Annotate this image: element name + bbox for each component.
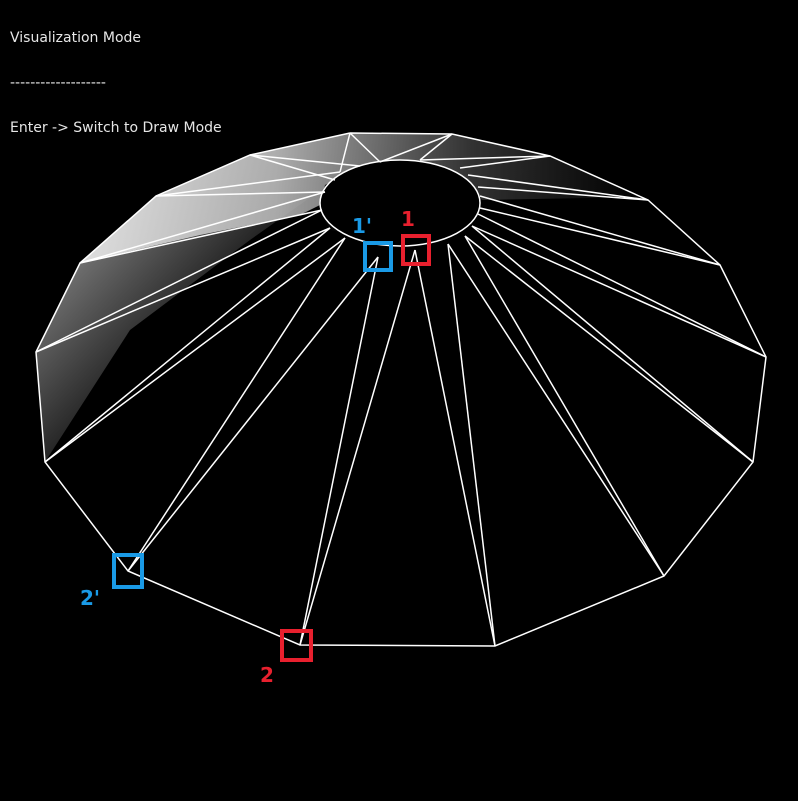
- hud-overlay: Visualization Mode ------------------- E…: [10, 1, 222, 151]
- marker-box: [363, 241, 393, 272]
- mode-title: Visualization Mode: [10, 30, 142, 46]
- marker-blue-2: 2': [80, 553, 144, 610]
- marker-label-1-prime: 1': [352, 214, 372, 238]
- marker-label-2: 2: [260, 663, 274, 687]
- marker-label-2-prime: 2': [80, 586, 100, 610]
- marker-red-1: 1: [401, 207, 431, 266]
- mode-switch-hint: Enter -> Switch to Draw Mode: [10, 120, 222, 136]
- marker-blue-1: 1': [352, 214, 393, 272]
- marker-box: [280, 629, 313, 662]
- top-opening: [320, 160, 480, 246]
- marker-box: [401, 234, 431, 266]
- shaded-top-band: [80, 133, 640, 263]
- mesh-wireframe: [35, 132, 767, 647]
- marker-box: [112, 553, 144, 589]
- hud-separator: -------------------: [10, 75, 106, 91]
- lampshade-surface: [36, 133, 640, 462]
- top-rim: [319, 159, 481, 247]
- marker-red-2: 2: [260, 629, 313, 687]
- marker-label-1: 1: [401, 207, 415, 231]
